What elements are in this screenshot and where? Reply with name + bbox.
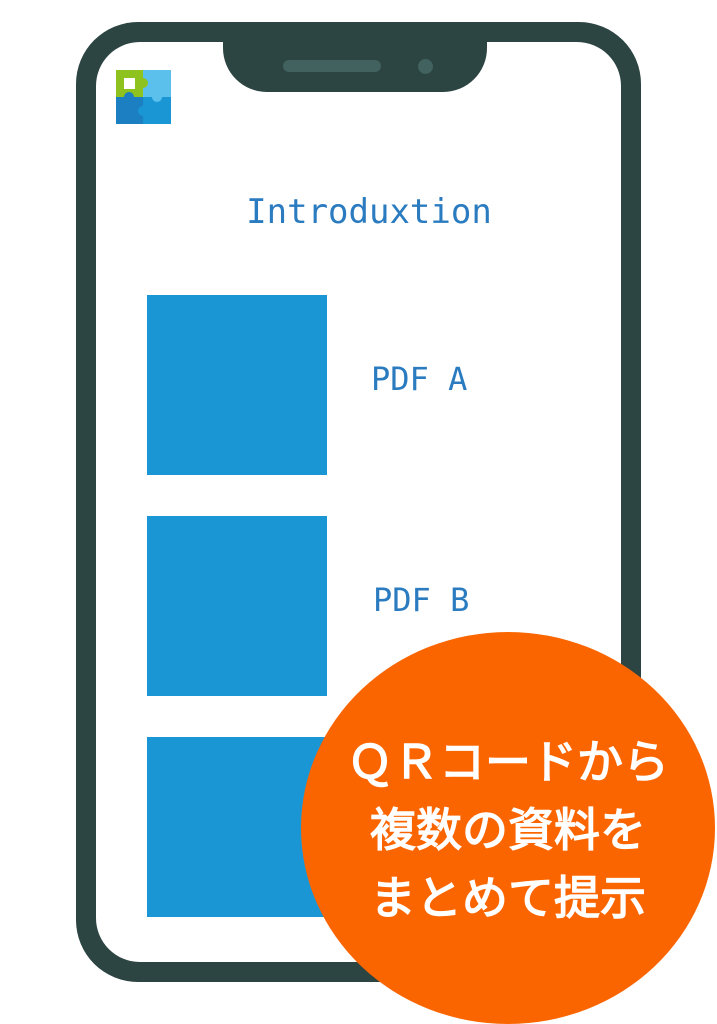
promo-line-2: 複数の資料を xyxy=(370,803,646,857)
pdf-a-thumbnail[interactable] xyxy=(147,295,327,475)
promo-text: ＱＲコードから 複数の資料を まとめて提示 xyxy=(301,728,715,932)
puzzle-logo-icon xyxy=(116,70,171,124)
speaker-grille xyxy=(283,60,381,72)
front-camera xyxy=(418,59,433,74)
promo-line-1: ＱＲコードから xyxy=(347,735,669,789)
pdf-a-label[interactable]: PDF A xyxy=(371,360,468,398)
promo-badge xyxy=(301,632,715,1024)
promo-line-3: まとめて提示 xyxy=(370,871,646,925)
pdf-c-thumbnail[interactable] xyxy=(147,737,327,917)
page-title: Introduxtion xyxy=(246,192,492,232)
pdf-b-label[interactable]: PDF B xyxy=(373,581,470,619)
pdf-b-thumbnail[interactable] xyxy=(147,516,327,696)
